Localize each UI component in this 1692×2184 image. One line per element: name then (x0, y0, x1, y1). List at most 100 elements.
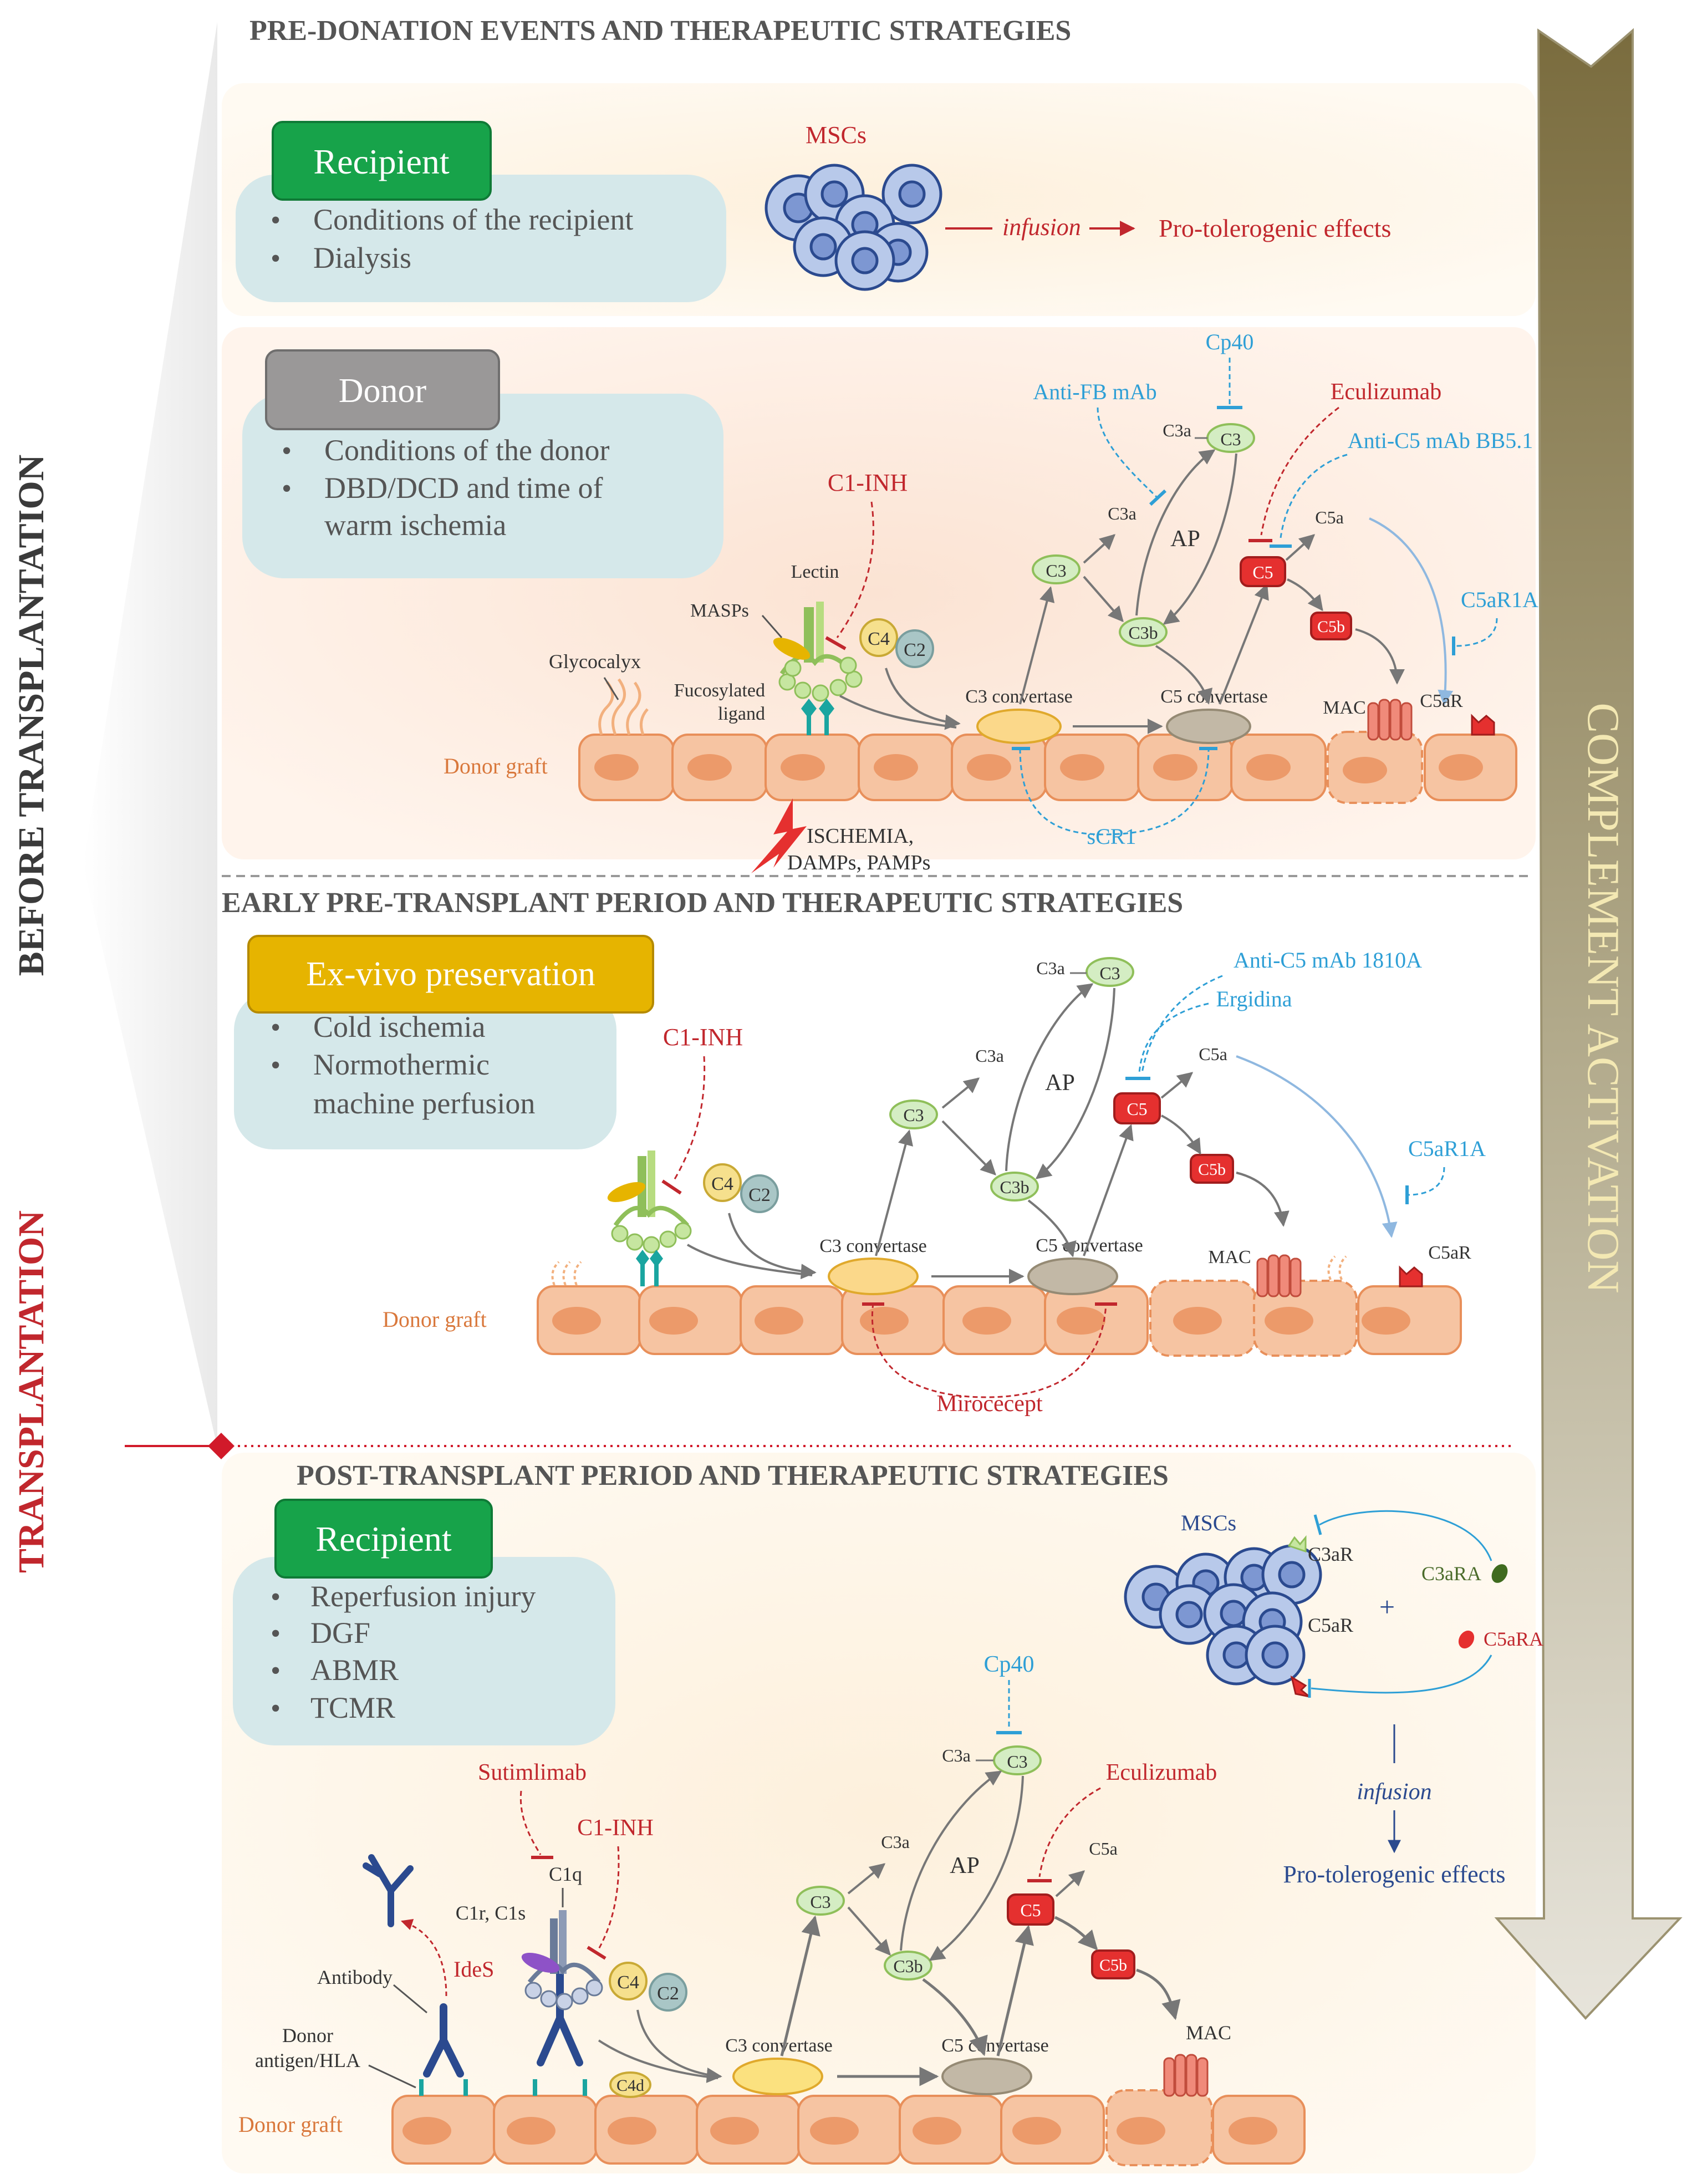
c5ar1a-line-1 (1455, 618, 1498, 647)
antibody-pointer (393, 1984, 427, 2014)
c5a-text-3: C5a (1089, 1839, 1118, 1859)
c3-node-left-1 (1032, 554, 1081, 584)
c5b-node-1 (1310, 612, 1352, 640)
c5b-node-2 (1190, 1154, 1234, 1184)
c3b-to-c5conv-2 (1027, 1199, 1077, 1258)
c4-text-2: C4 (711, 1174, 733, 1194)
recipient2-box-bg (233, 1557, 615, 1745)
masps-label: MASPs (690, 600, 749, 621)
lectin-to-c3conv-arrow-1 (839, 695, 957, 729)
c3-to-c3a-2 (941, 1077, 980, 1109)
c5-text-2: C5 (1127, 1099, 1147, 1119)
c3a-text-left-3: C3a (881, 1832, 910, 1852)
c5conv-to-c5-2 (1083, 1124, 1134, 1256)
c4-node-3 (609, 1962, 648, 2000)
c3-node-top-3 (993, 1745, 1042, 1775)
c5a-text-1: C5a (1315, 507, 1344, 527)
c5conv-to-c5-1 (1219, 583, 1269, 705)
c1inh-inhibit-line-1 (836, 501, 874, 638)
c1inh-line-2 (672, 1056, 706, 1182)
exvivo-bullet-1: • (271, 1012, 281, 1043)
c5-to-c5a-1 (1285, 534, 1316, 561)
lectin-complex-icon-2 (607, 1150, 692, 1286)
c5-text-1: C5 (1252, 562, 1273, 582)
c3-to-c3a-3 (847, 1863, 886, 1895)
complement-activation-label: COMPLEMENT ACTIVATION (1578, 702, 1629, 1293)
c1q-label: C1q (549, 1863, 582, 1885)
c3ar-label: C3aR (1308, 1543, 1353, 1565)
c5ar1a-line-2 (1408, 1167, 1445, 1196)
antibody-icon (423, 2003, 464, 2078)
c1q-complex-icon (521, 1910, 603, 2010)
c2-text-2: C2 (748, 1185, 771, 1205)
donor-antigen-label-2: antigen/HLA (255, 2049, 360, 2071)
mirocecept-label: Mirocecept (936, 1391, 1043, 1417)
ergidina-line (1138, 1002, 1209, 1073)
c3ara-icon (1491, 1564, 1508, 1583)
recipient2-header (274, 1499, 493, 1579)
c3-convertase-3 (732, 2058, 823, 2095)
c5-convertase-1 (1166, 709, 1251, 744)
c3-node-top-2 (1085, 957, 1134, 987)
c5-node-3 (1007, 1893, 1054, 1926)
recipient2-bullet-1: • (271, 1581, 281, 1613)
ischemia-lightning-icon (751, 798, 807, 873)
section1-title: PRE-DONATION EVENTS AND THERAPEUTIC STRA… (249, 15, 1071, 47)
c5-node-1 (1240, 556, 1286, 587)
donor-graft-label-1: Donor graft (444, 754, 548, 778)
c5-to-c5b-1 (1287, 578, 1323, 612)
c3-convertase-label-1: C3 convertase (965, 686, 1073, 707)
c3b-text-2: C3b (1000, 1177, 1029, 1197)
exvivo-item-3: machine perfusion (313, 1087, 535, 1120)
exvivo-header (247, 935, 654, 1014)
c5ar-label-2: C5aR (1428, 1243, 1471, 1263)
c4-to-c3conv-arrow-1 (885, 668, 961, 730)
c3-to-c3a-1 (1083, 534, 1116, 564)
c3-convertase-label-3: C3 convertase (725, 2035, 833, 2056)
ap-cycle-right-3 (929, 1775, 1024, 1961)
c5-convertase-label-3: C5 convertase (941, 2035, 1049, 2056)
c5a-to-c5ar-2 (1236, 1055, 1398, 1238)
section3-title: POST-TRANSPLANT PERIOD AND THERAPEUTIC S… (297, 1460, 1169, 1491)
donor-item-1: Conditions of the donor (324, 434, 609, 467)
c1inh-bar-2 (661, 1179, 682, 1195)
scr1-line (1019, 748, 1210, 836)
c3ara-label: C3aRA (1421, 1562, 1481, 1585)
c5b-to-mac-1 (1355, 628, 1405, 685)
c3-convertase-1 (976, 709, 1062, 744)
c5-to-c5b-2 (1161, 1114, 1201, 1155)
exvivo-bullet-2: • (271, 1050, 281, 1081)
exvivo-item-2: Normothermic (313, 1048, 490, 1081)
c1r-c1s-label: C1r, C1s (456, 1902, 526, 1924)
recipient-header (272, 121, 492, 201)
c5-to-c5a-3 (1055, 1870, 1085, 1897)
c1inh-line-3 (598, 1846, 620, 1949)
c4-text-3: C4 (617, 1972, 639, 1993)
c5ara-icon (1458, 1630, 1475, 1649)
antifb-label: Anti-FB mAb (1033, 379, 1156, 404)
exvivo-header-text: Ex-vivo preservation (306, 955, 595, 993)
infusion-label: infusion (1002, 213, 1081, 241)
c4-text-1: C4 (868, 629, 890, 649)
c3a-text-top-3: C3a (942, 1745, 971, 1765)
ap-cycle-right-1 (1163, 453, 1237, 625)
nuclei-3 (402, 2117, 1277, 2145)
c3ar-receptor-icon (1287, 1535, 1307, 1553)
glycocalyx-icon (598, 678, 649, 735)
recipient-bullet-1: • (271, 205, 281, 236)
nuclei-1 (594, 754, 1483, 783)
c5b-text-1: C5b (1317, 618, 1345, 636)
ischemia-label: ISCHEMIA, (807, 824, 914, 848)
recipient2-header-text: Recipient (315, 1519, 451, 1559)
c2-text-3: C2 (657, 1983, 679, 2004)
c3b-text-1: C3b (1128, 623, 1158, 643)
c5-convertase-2 (1027, 1258, 1118, 1295)
c1inh-bar-3 (587, 1946, 607, 1960)
c5ar-icon-2 (1399, 1265, 1423, 1287)
donor-header-text: Donor (339, 372, 427, 410)
glycocalyx-icon-2 (551, 1255, 1347, 1286)
c2-node-2 (740, 1174, 779, 1213)
before-transplantation-label: BEFORE TRANSPLANTATION (11, 455, 52, 976)
c1inh-bar-1 (825, 636, 847, 650)
c3conv-to-c3-1 (1019, 586, 1055, 705)
